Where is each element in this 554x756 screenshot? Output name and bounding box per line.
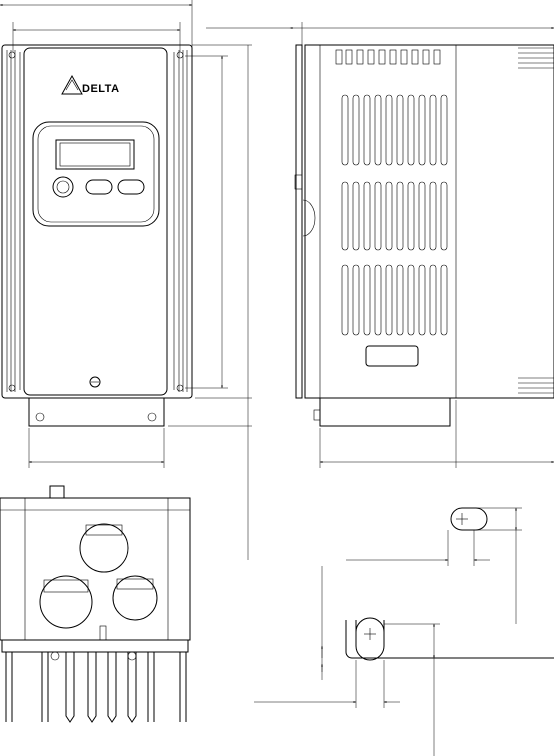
- keypad-module: [33, 122, 159, 226]
- front-view: DELTA: [0, 0, 252, 560]
- lcd-display: [56, 140, 134, 169]
- potentiometer-knob-icon: [53, 177, 73, 197]
- keypad-button-right: [118, 180, 144, 194]
- keypad-button-left: [86, 180, 112, 194]
- bottom-view: [0, 486, 190, 722]
- side-view: [206, 22, 554, 468]
- mounting-slot-detail-top: [346, 508, 522, 624]
- top-vent-slots: [336, 50, 440, 64]
- side-vent-slots: [342, 95, 447, 335]
- bottom-heatsink-fins: [6, 652, 186, 722]
- mounting-slot-detail-bottom: [254, 566, 554, 756]
- conduit-hole-left: [40, 576, 92, 628]
- side-label-plate: [366, 346, 418, 366]
- delta-logo-icon: DELTA: [62, 76, 120, 95]
- brand-logo-text: DELTA: [82, 83, 120, 95]
- conduit-hole-right: [113, 576, 157, 620]
- conduit-hole-top: [80, 524, 128, 572]
